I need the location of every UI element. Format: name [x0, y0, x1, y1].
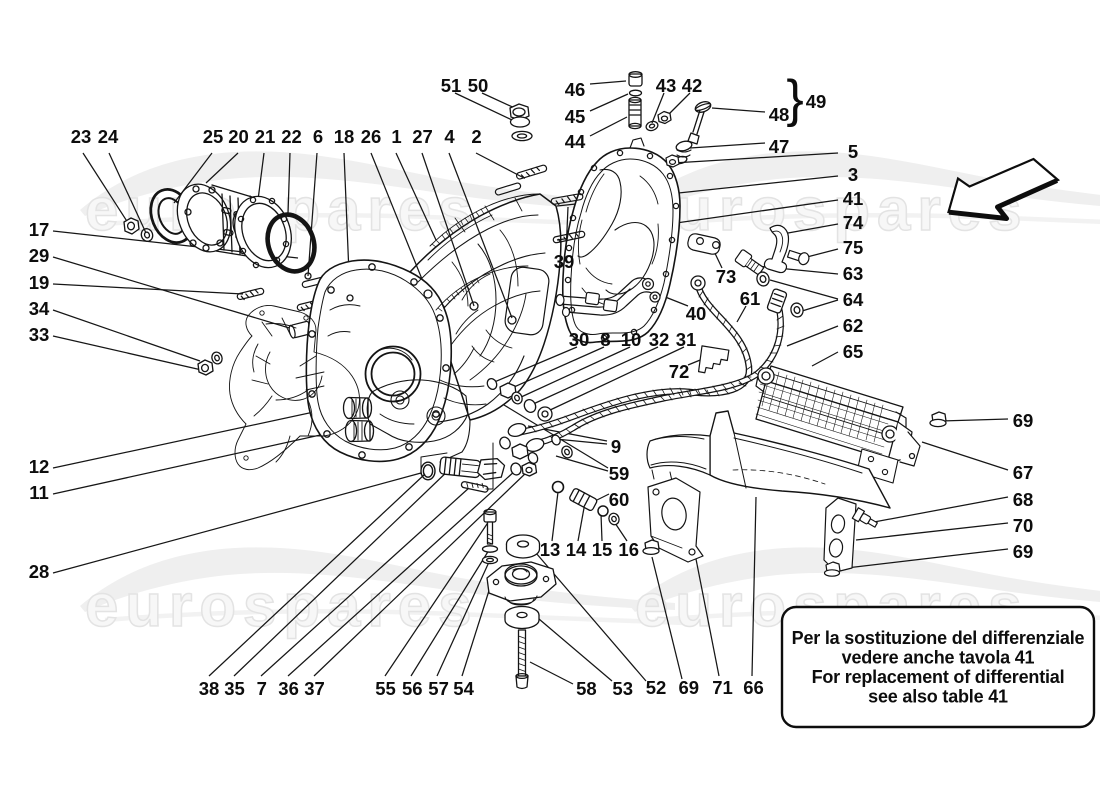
svg-text:13: 13 [540, 539, 561, 560]
svg-text:25: 25 [203, 126, 224, 147]
svg-text:16: 16 [618, 539, 639, 560]
svg-text:51: 51 [441, 75, 462, 96]
svg-text:32: 32 [649, 329, 670, 350]
svg-text:65: 65 [843, 341, 864, 362]
svg-text:7: 7 [257, 678, 267, 699]
svg-text:12: 12 [29, 456, 50, 477]
svg-text:5: 5 [848, 141, 858, 162]
svg-text:50: 50 [468, 75, 489, 96]
svg-text:3: 3 [848, 164, 858, 185]
svg-text:30: 30 [569, 329, 590, 350]
svg-text:45: 45 [565, 106, 586, 127]
svg-text:66: 66 [743, 677, 764, 698]
svg-text:26: 26 [361, 126, 382, 147]
svg-text:46: 46 [565, 79, 586, 100]
svg-text:68: 68 [1013, 489, 1034, 510]
svg-text:31: 31 [676, 329, 697, 350]
svg-text:20: 20 [228, 126, 249, 147]
svg-text:75: 75 [843, 237, 864, 258]
svg-text:42: 42 [682, 75, 703, 96]
svg-text:39: 39 [554, 251, 575, 272]
svg-text:55: 55 [375, 678, 396, 699]
svg-text:71: 71 [712, 677, 733, 698]
svg-text:69: 69 [1013, 541, 1034, 562]
svg-text:36: 36 [278, 678, 299, 699]
svg-text:For replacement of differentia: For replacement of differential [812, 667, 1065, 687]
svg-text:11: 11 [29, 482, 49, 503]
svg-text:58: 58 [576, 678, 597, 699]
svg-text:43: 43 [656, 75, 677, 96]
svg-text:59: 59 [609, 463, 630, 484]
svg-text:63: 63 [843, 263, 864, 284]
svg-text:38: 38 [199, 678, 220, 699]
svg-text:23: 23 [71, 126, 92, 147]
svg-text:67: 67 [1013, 462, 1034, 483]
svg-text:64: 64 [843, 289, 864, 310]
svg-text:29: 29 [29, 245, 50, 266]
svg-text:10: 10 [621, 329, 642, 350]
svg-text:69: 69 [679, 677, 700, 698]
svg-text:}: } [786, 70, 803, 128]
svg-text:56: 56 [402, 678, 423, 699]
svg-text:17: 17 [29, 219, 50, 240]
svg-text:14: 14 [566, 539, 587, 560]
svg-text:22: 22 [281, 126, 302, 147]
svg-text:vedere anche tavola 41: vedere anche tavola 41 [842, 648, 1035, 668]
svg-text:2: 2 [471, 126, 481, 147]
svg-text:27: 27 [412, 126, 433, 147]
svg-text:47: 47 [769, 136, 790, 157]
svg-text:Per la sostituzione del differ: Per la sostituzione del differenziale [792, 628, 1085, 648]
svg-text:53: 53 [612, 678, 633, 699]
svg-text:73: 73 [716, 266, 737, 287]
svg-text:1: 1 [391, 126, 401, 147]
svg-text:33: 33 [29, 324, 50, 345]
svg-text:8: 8 [600, 329, 610, 350]
svg-text:70: 70 [1013, 515, 1034, 536]
svg-text:35: 35 [224, 678, 245, 699]
svg-text:18: 18 [334, 126, 355, 147]
svg-text:72: 72 [669, 361, 690, 382]
svg-text:54: 54 [453, 678, 474, 699]
svg-text:62: 62 [843, 315, 864, 336]
svg-text:40: 40 [686, 303, 707, 324]
svg-text:57: 57 [428, 678, 449, 699]
svg-text:4: 4 [444, 126, 455, 147]
svg-text:28: 28 [29, 561, 50, 582]
svg-text:44: 44 [565, 131, 586, 152]
svg-text:see also table 41: see also table 41 [868, 687, 1008, 707]
svg-text:15: 15 [592, 539, 613, 560]
svg-text:9: 9 [611, 436, 621, 457]
svg-text:69: 69 [1013, 410, 1034, 431]
svg-text:21: 21 [255, 126, 276, 147]
svg-text:48: 48 [769, 104, 790, 125]
svg-text:24: 24 [98, 126, 119, 147]
svg-text:74: 74 [843, 212, 864, 233]
svg-text:41: 41 [843, 188, 864, 209]
svg-text:34: 34 [29, 298, 50, 319]
svg-text:6: 6 [313, 126, 323, 147]
svg-text:19: 19 [29, 272, 50, 293]
svg-text:37: 37 [304, 678, 325, 699]
svg-text:52: 52 [646, 677, 667, 698]
svg-text:61: 61 [740, 288, 761, 309]
svg-text:49: 49 [806, 91, 827, 112]
svg-text:60: 60 [609, 489, 630, 510]
